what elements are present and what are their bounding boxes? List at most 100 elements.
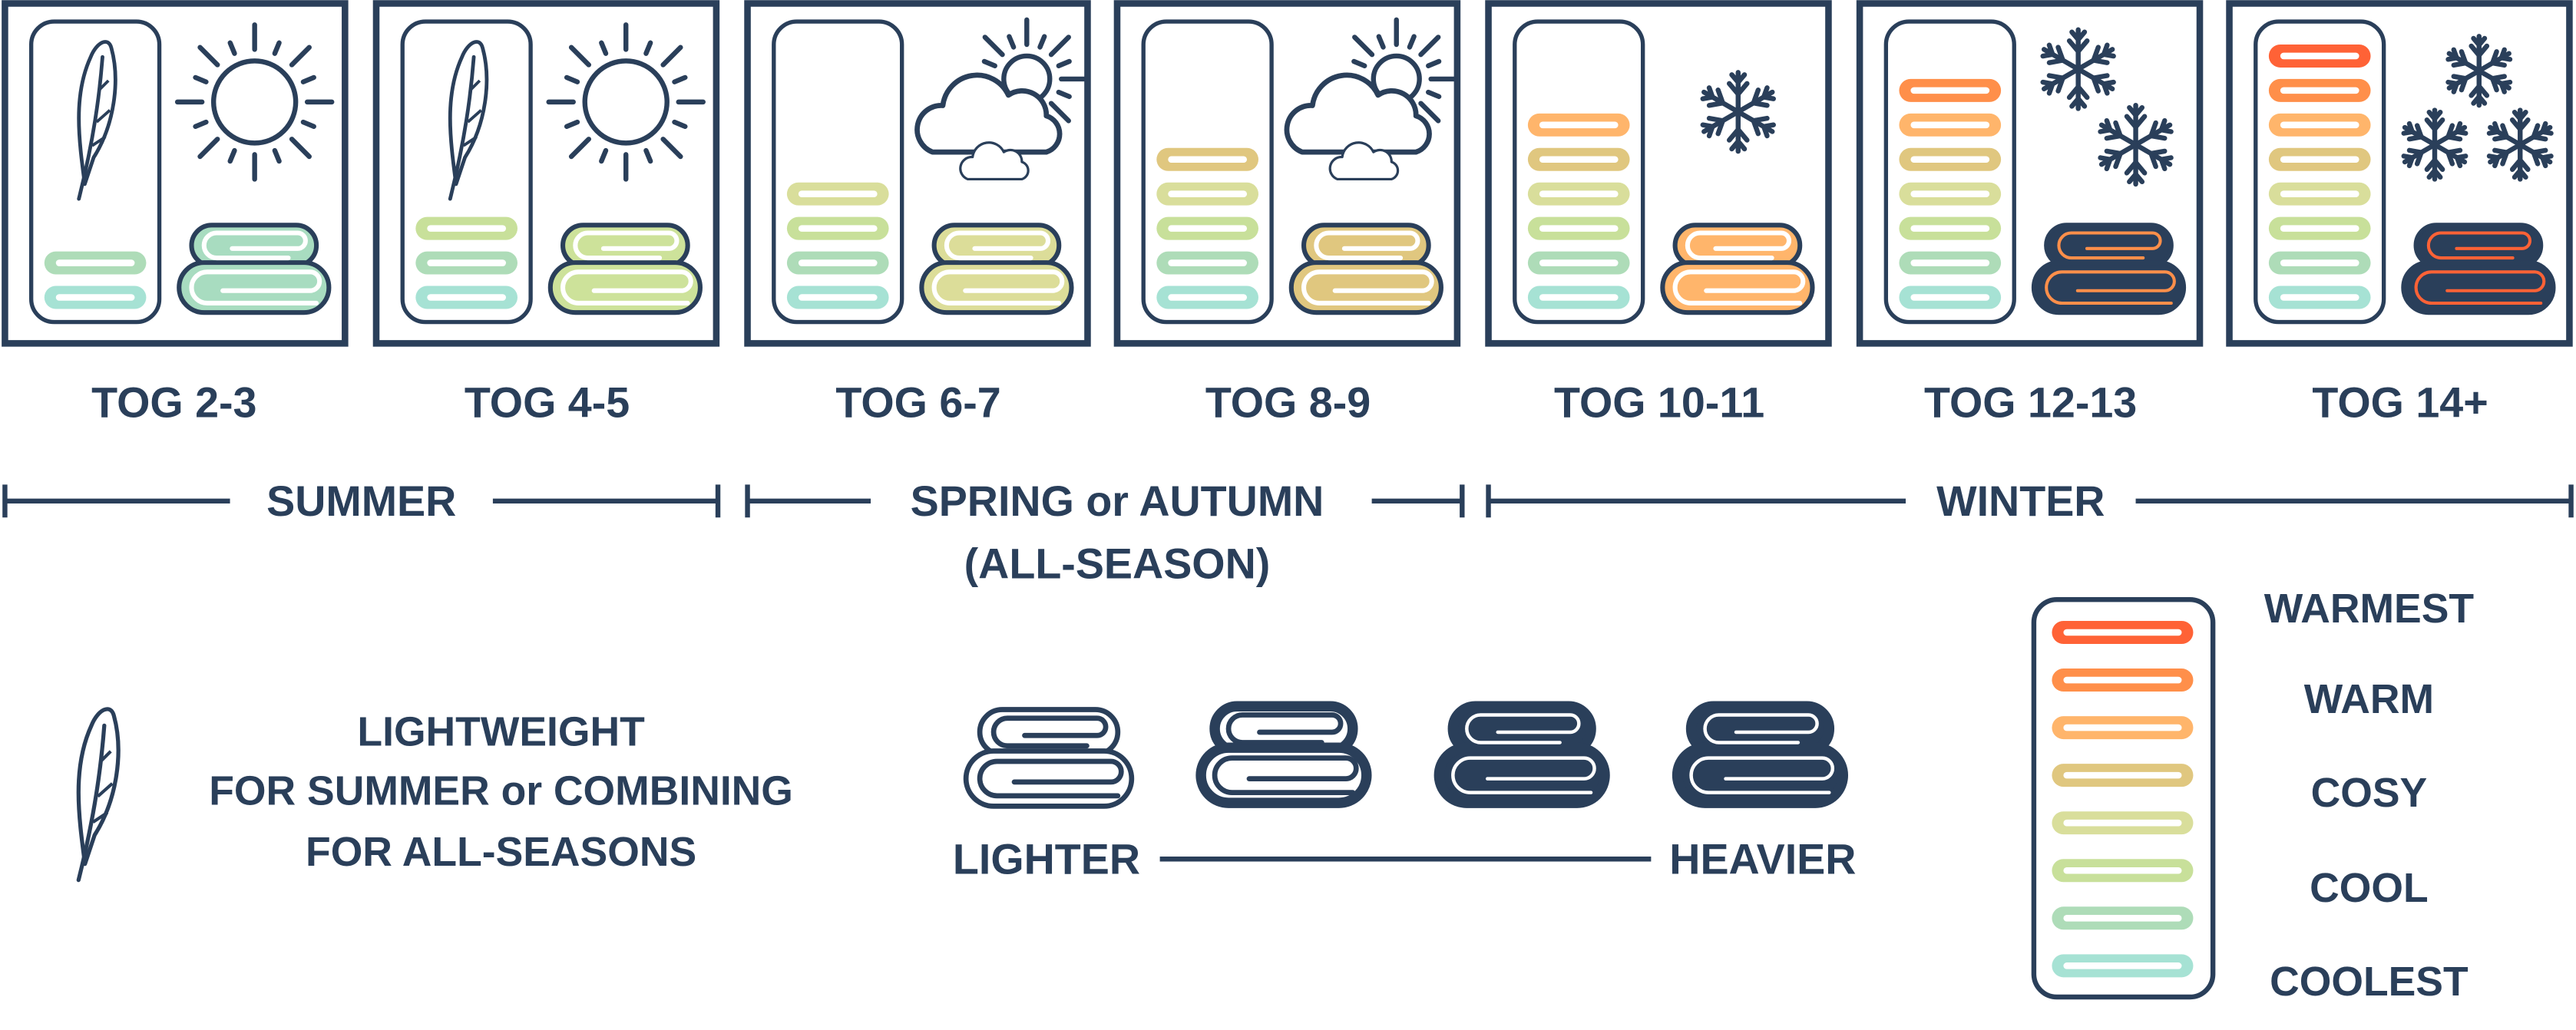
warmth-scale bbox=[2031, 596, 2216, 1000]
cloud-icon bbox=[1284, 72, 1432, 155]
scale-bar bbox=[415, 216, 518, 240]
scale-bar bbox=[1527, 216, 1630, 240]
scale-bar bbox=[2052, 716, 2194, 740]
snowflake-icon bbox=[2098, 102, 2174, 187]
scale-bar bbox=[2268, 147, 2371, 171]
scale-bar bbox=[1527, 113, 1630, 137]
cloud-icon bbox=[1328, 141, 1400, 181]
tog-panel bbox=[2226, 0, 2573, 347]
scale-bar bbox=[1156, 251, 1258, 275]
scale-bar bbox=[2268, 78, 2371, 102]
scale-bar bbox=[2052, 954, 2194, 978]
folded-blanket-icon bbox=[1195, 701, 1372, 808]
scale-bar bbox=[1527, 147, 1630, 171]
scale-bar bbox=[2268, 216, 2371, 240]
season-summer-label: SUMMER bbox=[266, 477, 456, 525]
tog-panel bbox=[1856, 0, 2204, 347]
tog-label: TOG 10-11 bbox=[1554, 379, 1764, 427]
folded-blanket-icon bbox=[547, 223, 703, 315]
scale-bar bbox=[786, 251, 889, 275]
cloud-icon bbox=[914, 72, 1063, 155]
scale-bar bbox=[415, 251, 518, 275]
folded-blanket-icon bbox=[1433, 701, 1610, 808]
feather-icon bbox=[76, 707, 121, 883]
scale-bar bbox=[2268, 251, 2371, 275]
scale-bar bbox=[786, 182, 889, 206]
scale-bar bbox=[1899, 147, 2002, 171]
tog-bar-column bbox=[1513, 19, 1645, 325]
tog-label: TOG 12-13 bbox=[1924, 379, 2137, 427]
scale-bar bbox=[2052, 764, 2194, 787]
tog-panel bbox=[372, 0, 720, 347]
tog-labels: TOG 2-3 TOG 4-5 TOG 6-7 TOG 8-9 TOG 10-1… bbox=[91, 379, 2488, 427]
season-spring-label: SPRING or AUTUMN bbox=[911, 477, 1324, 525]
scale-bar bbox=[2052, 811, 2194, 835]
tog-panel bbox=[744, 0, 1091, 347]
folded-blanket-icon bbox=[963, 707, 1135, 809]
scale-bar bbox=[1899, 78, 2002, 102]
feather-icon bbox=[448, 40, 489, 201]
scale-bar bbox=[2268, 44, 2371, 68]
scale-bar bbox=[1527, 182, 1630, 206]
scale-bar bbox=[44, 251, 147, 275]
feather-icon bbox=[77, 40, 117, 201]
scale-bar bbox=[786, 216, 889, 240]
scale-bar bbox=[1156, 216, 1258, 240]
scale-bar bbox=[44, 286, 147, 309]
scale-bar bbox=[1899, 251, 2002, 275]
season-ranges bbox=[2, 484, 2574, 518]
lightweight-line: FOR SUMMER or COMBINING bbox=[209, 769, 793, 814]
scale-label-warm: WARM bbox=[2304, 677, 2434, 722]
sun-icon bbox=[174, 22, 335, 182]
scale-bar bbox=[2052, 859, 2194, 883]
scale-label-warmest: WARMEST bbox=[2264, 586, 2475, 632]
heavier-label: HEAVIER bbox=[1669, 836, 1856, 883]
season-spring-sublabel: (ALL-SEASON) bbox=[964, 540, 1271, 587]
scale-column bbox=[2031, 596, 2216, 1000]
snowflake-icon bbox=[2401, 107, 2469, 182]
tog-bar-column bbox=[400, 19, 533, 325]
cloud-icon bbox=[959, 141, 1030, 181]
scale-label-coolest: COOLEST bbox=[2270, 959, 2469, 1005]
folded-blanket-icon bbox=[1660, 223, 1815, 315]
scale-bar bbox=[1156, 182, 1258, 206]
scale-label-cool: COOL bbox=[2310, 866, 2429, 911]
folded-blanket-icon bbox=[1672, 701, 1849, 808]
sun-icon bbox=[546, 22, 706, 182]
scale-bar bbox=[2268, 286, 2371, 309]
scale-bar bbox=[1156, 147, 1258, 171]
tog-panel bbox=[2, 0, 349, 347]
scale-bar bbox=[1156, 286, 1258, 309]
folded-blanket-icon bbox=[2031, 223, 2187, 315]
tog-panel bbox=[1485, 0, 1832, 347]
scale-bar bbox=[1899, 113, 2002, 137]
tog-label: TOG 4-5 bbox=[465, 379, 630, 427]
tog-bar-column bbox=[1141, 19, 1274, 325]
scale-bar bbox=[2268, 113, 2371, 137]
scale-bar bbox=[2268, 182, 2371, 206]
tog-label: TOG 14+ bbox=[2312, 379, 2488, 427]
scale-label-cosy: COSY bbox=[2311, 771, 2428, 816]
tog-panels bbox=[2, 0, 2573, 347]
folded-blanket-icon bbox=[2401, 223, 2556, 315]
folded-blanket-icon bbox=[1288, 223, 1443, 315]
tog-panel bbox=[1113, 0, 1461, 347]
lightweight-line: FOR ALL-SEASONS bbox=[306, 830, 696, 875]
weight-scale-blankets bbox=[963, 701, 1849, 809]
tog-bar-column bbox=[772, 19, 904, 325]
scale-bar bbox=[1527, 251, 1630, 275]
snowflake-icon bbox=[1700, 70, 1776, 154]
scale-bar bbox=[2052, 621, 2194, 644]
snowflake-icon bbox=[2040, 27, 2116, 111]
scale-bar bbox=[1899, 182, 2002, 206]
scale-bar bbox=[1899, 216, 2002, 240]
snowflake-icon bbox=[2445, 34, 2513, 108]
scale-bar bbox=[1899, 286, 2002, 309]
scale-bar bbox=[2052, 669, 2194, 692]
lighter-label: LIGHTER bbox=[953, 836, 1140, 883]
scale-bar bbox=[2052, 906, 2194, 930]
feather-icon bbox=[76, 707, 121, 883]
scale-bar bbox=[1527, 286, 1630, 309]
tog-label: TOG 6-7 bbox=[835, 379, 1000, 427]
